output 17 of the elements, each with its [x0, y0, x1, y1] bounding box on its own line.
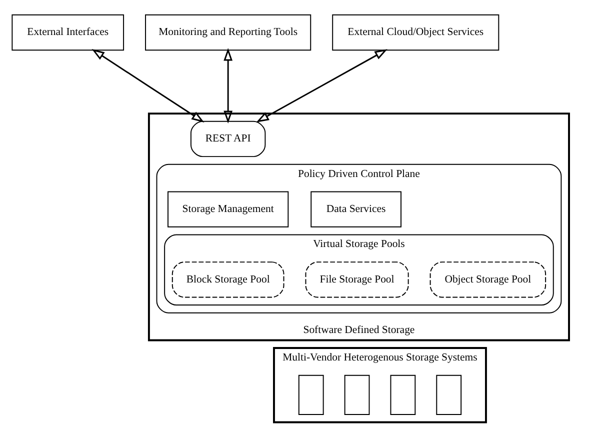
node-box: External Interfaces	[12, 14, 124, 51]
node-box: External Cloud/Object Services	[332, 14, 500, 51]
node-box: Object Storage Pool	[430, 262, 546, 298]
node-box: File Storage Pool	[305, 262, 409, 298]
arrow	[224, 48, 233, 124]
node-box	[344, 374, 370, 415]
node-box	[390, 374, 416, 415]
node-box	[436, 374, 462, 415]
arrow	[92, 49, 204, 122]
node-box: Monitoring and Reporting Tools	[145, 14, 312, 51]
node-box: Data Services	[310, 191, 402, 228]
arrow	[256, 49, 388, 122]
node-box: Storage Management	[168, 191, 289, 228]
node-box: Block Storage Pool	[172, 262, 284, 298]
node-box: REST API	[190, 120, 266, 158]
node-box	[298, 374, 324, 415]
cluster: Multi-Vendor Heterogenous Storage Systems	[273, 347, 487, 424]
